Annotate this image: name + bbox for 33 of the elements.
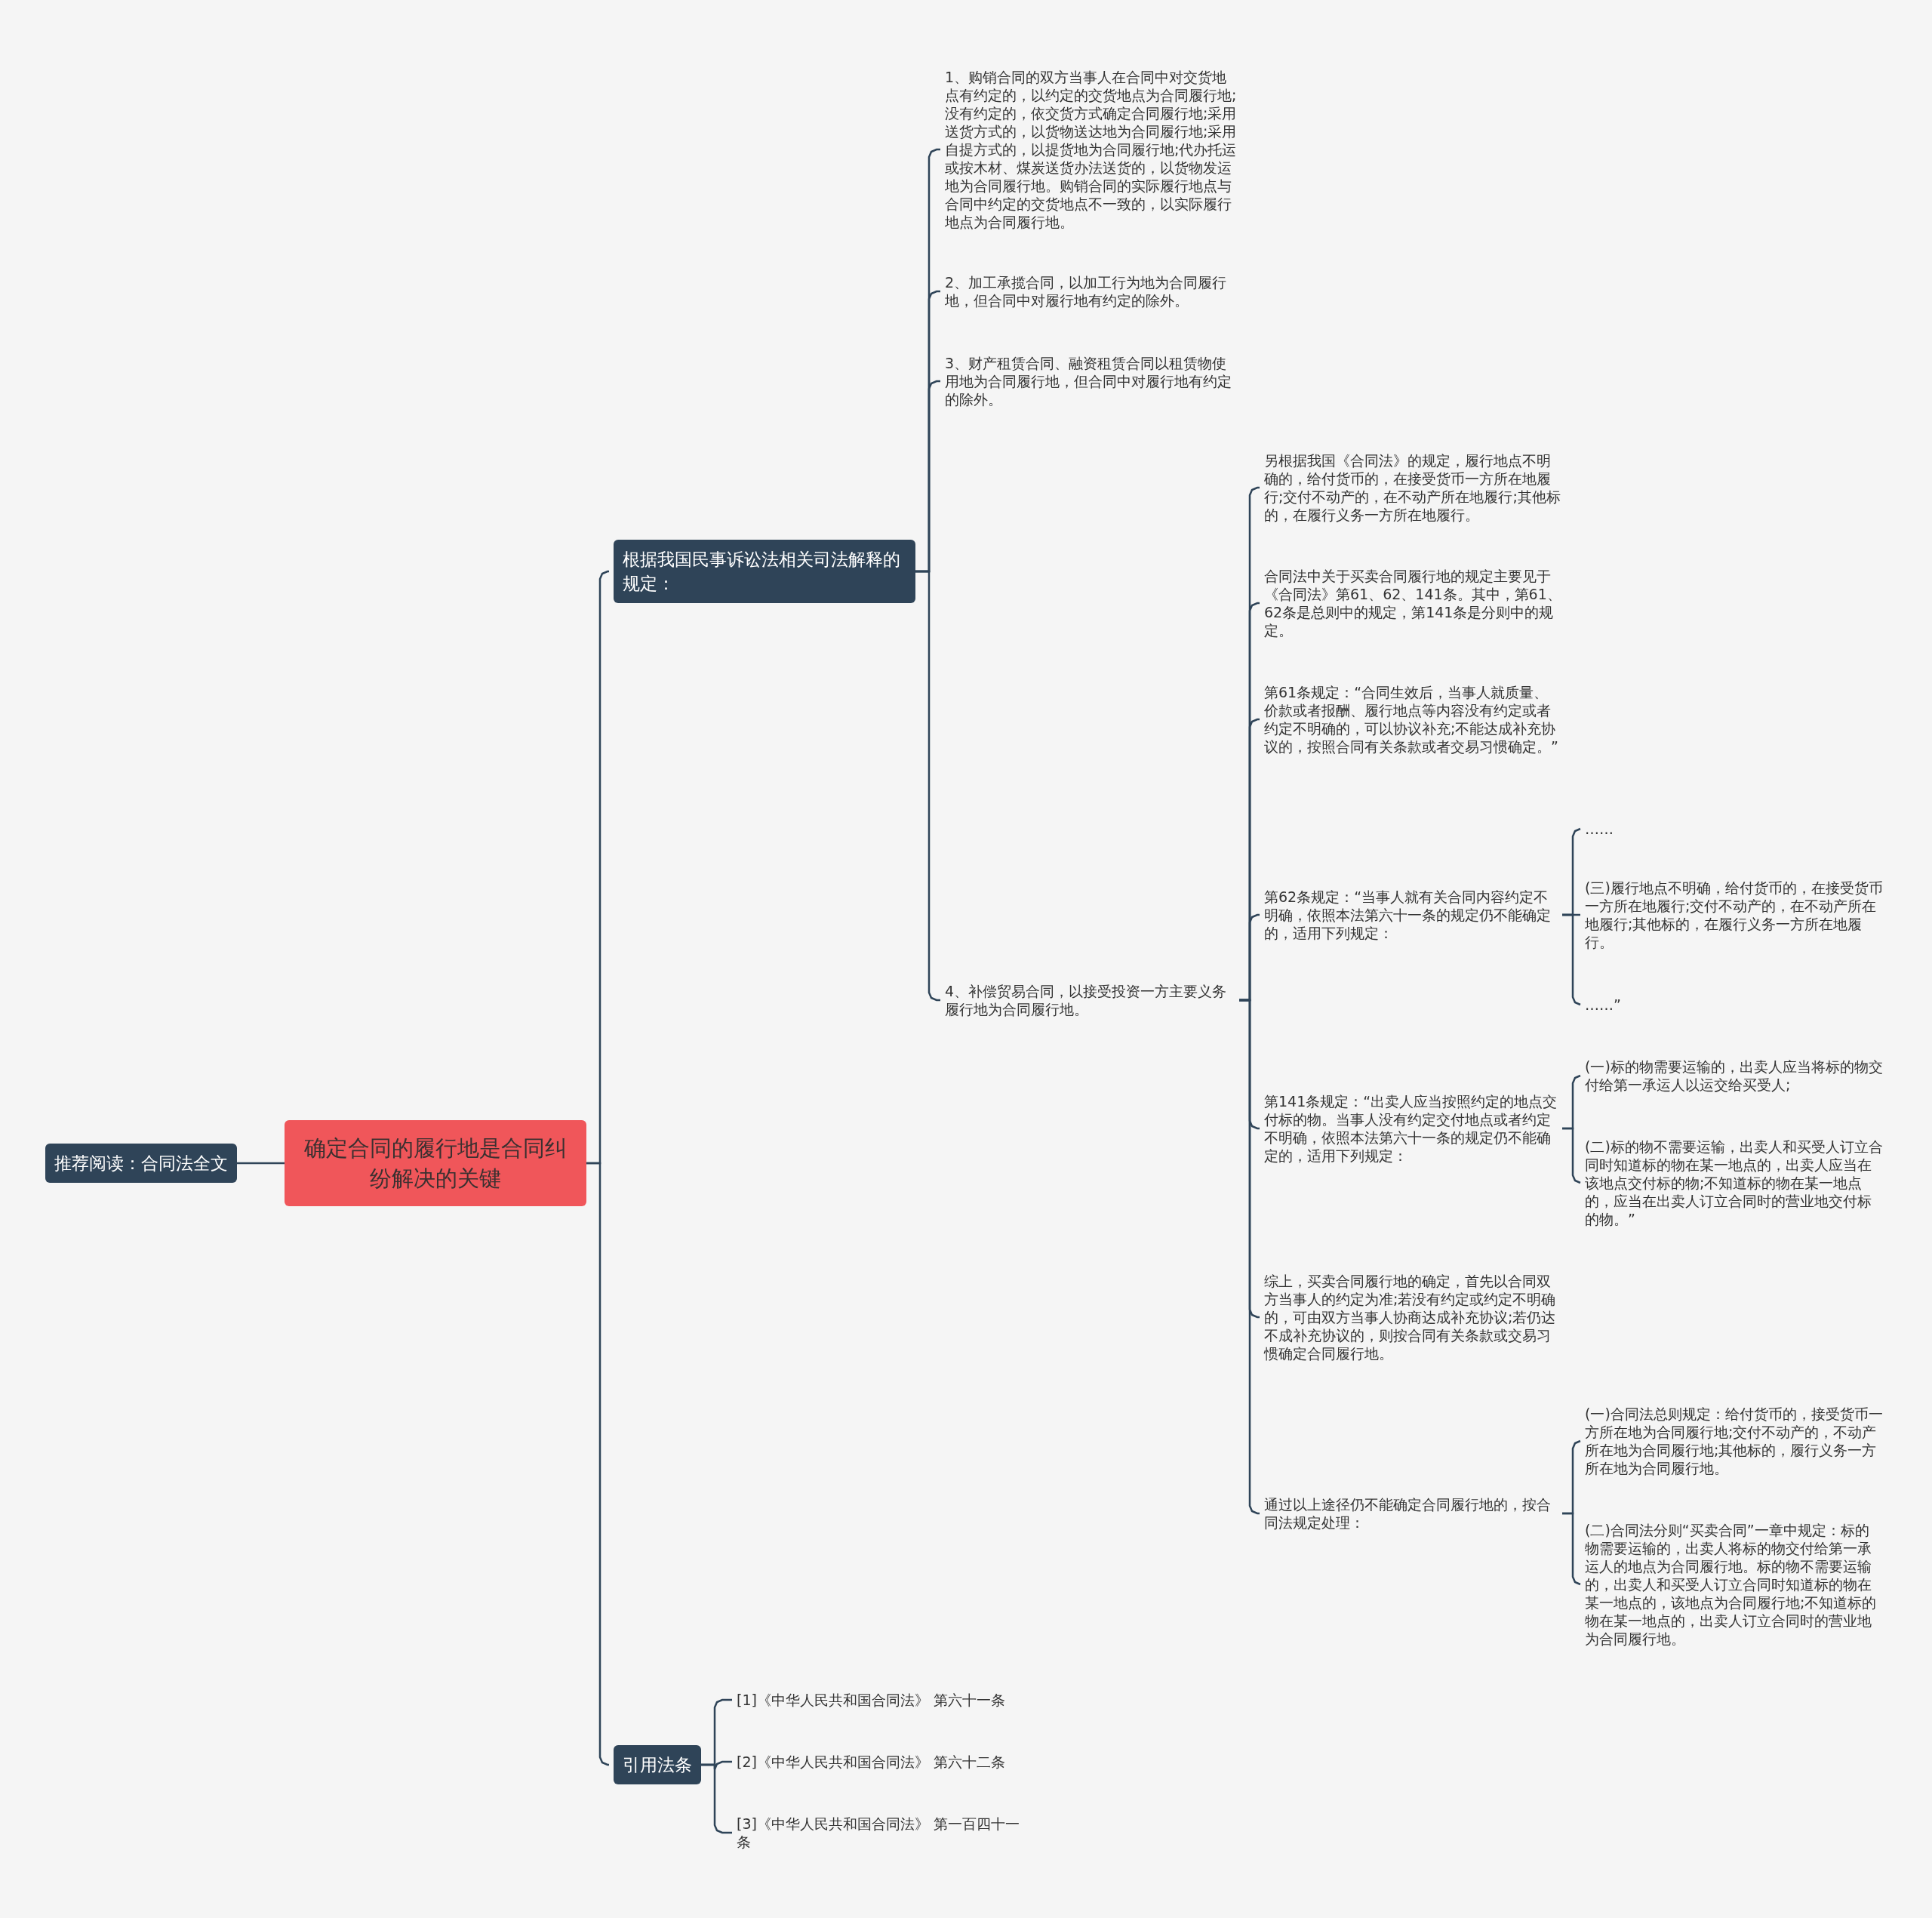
topic-text: 合同法中关于买卖合同履行地的规定主要见于《合同法》第61、62、141条。其中，第61、62条是总则中的规定，第141条是分则中的规定。 (1264, 567, 1562, 639)
connector-line (237, 1162, 285, 1165)
topic-text: 另根据我国《合同法》的规定，履行地点不明确的，给付货币的，在接受货币一方所在地履行;交付不动产的，在不动产所在地履行;其他标的，在履行义务一方所在地履行。 (1264, 451, 1562, 524)
topic-text: 第61条规定：“合同生效后，当事人就质量、价款或者报酬、履行地点等内容没有约定或者约定不明确的，可以协议补充;不能达成补充协议的，按照合同有关条款或者交易习惯确定。” (1264, 683, 1562, 756)
topic-text: (二)标的物不需要运输，出卖人和买受人订立合同时知道标的物在某一地点的，出卖人应当在该地点交付标的物;不知道标的物在某一地点的，应当在出卖人订立合同时的营业地交付标的物。” (1585, 1138, 1883, 1228)
topic-text: 1、购销合同的双方当事人在合同中对交货地点有约定的，以约定的交货地点为合同履行地;没有约定的，依交货方式确定合同履行地;采用送货方式的，以货物送达地为合同履行地;采用自提方式的，以提货地为合同履行地;代办托运或按木材、煤炭送货办法送货的，以货物发运地为合同履行地。购销合同的实际履行地点与合同中约定的交货地点不一致的，以实际履行地点为合同履行地。 (945, 68, 1239, 231)
connector-line (701, 1763, 732, 1834)
topic-text: [2]《中华人民共和国合同法》 第六十二条 (737, 1753, 1023, 1771)
topic-text: (一)标的物需要运输的，出卖人应当将标的物交付给第一承运人以运交给买受人; (1585, 1058, 1883, 1094)
connector-line (586, 1162, 610, 1766)
topic-text: 2、加工承揽合同，以加工行为地为合同履行地，但合同中对履行地有约定的除外。 (945, 273, 1239, 309)
topic-text: (三)履行地点不明确，给付货币的，在接受货币一方所在地履行;交付不动产的，在不动产所在地履行;其他标的，在履行义务一方所在地履行。 (1585, 879, 1883, 951)
topic-text: ……” (1585, 996, 1883, 1014)
topic-text: [3]《中华人民共和国合同法》 第一百四十一条 (737, 1815, 1023, 1851)
topic-text: 第62条规定：“当事人就有关合同内容约定不明确，依照本法第六十一条的规定仍不能确定的，适用下列规定： (1264, 888, 1562, 942)
topic-box: 根据我国民事诉讼法相关司法解释的规定： (614, 540, 915, 603)
topic-box: 推荐阅读：合同法全文 (45, 1144, 237, 1183)
connector-line (1562, 913, 1582, 1006)
topic-text: 第141条规定：“出卖人应当按照约定的地点交付标的物。当事人没有约定交付地点或者约定不明确，依照本法第六十一条的规定仍不能确定的，适用下列规定： (1264, 1092, 1562, 1165)
connector-line (1239, 999, 1260, 1515)
topic-text: (二)合同法分则“买卖合同”一章中规定：标的物需要运输的，出卖人将标的物交付给第一承运人的地点为合同履行地。标的物不需要运输的，出卖人和买受人订立合同时知道标的物在某一地点的，该地点为合同履行地;不知道标的物在某一地点的，出卖人订立合同时的营业地为合同履行地。 (1585, 1521, 1883, 1648)
topic-text: 通过以上途径仍不能确定合同履行地的，按合同法规定处理： (1264, 1495, 1562, 1532)
topic-text: …… (1585, 820, 1883, 838)
topic-text: 3、财产租赁合同、融资租赁合同以租赁物使用地为合同履行地，但合同中对履行地有约定的除外。 (945, 354, 1239, 408)
topic-text: [1]《中华人民共和国合同法》 第六十一条 (737, 1691, 1023, 1709)
connector-line (1562, 1127, 1582, 1184)
topic-text: 综上，买卖合同履行地的确定，首先以合同双方当事人的约定为准;若没有约定或约定不明确的，可由双方当事人协商达成补充协议;若仍达不成补充协议的，则按合同有关条款或交易习惯确定合同履行地。 (1264, 1272, 1562, 1362)
topic-text: 4、补偿贸易合同，以接受投资一方主要义务履行地为合同履行地。 (945, 982, 1239, 1018)
topic-box: 引用法条 (614, 1745, 701, 1784)
connector-line (915, 570, 941, 1002)
central-topic-box: 确定合同的履行地是合同纠纷解决的关键 (285, 1120, 586, 1206)
connector-line (1562, 1512, 1582, 1586)
topic-text: (一)合同法总则规定：给付货币的，接受货币一方所在地为合同履行地;交付不动产的，不动产所在地为合同履行地;其他标的，履行义务一方所在地为合同履行地。 (1585, 1405, 1883, 1477)
